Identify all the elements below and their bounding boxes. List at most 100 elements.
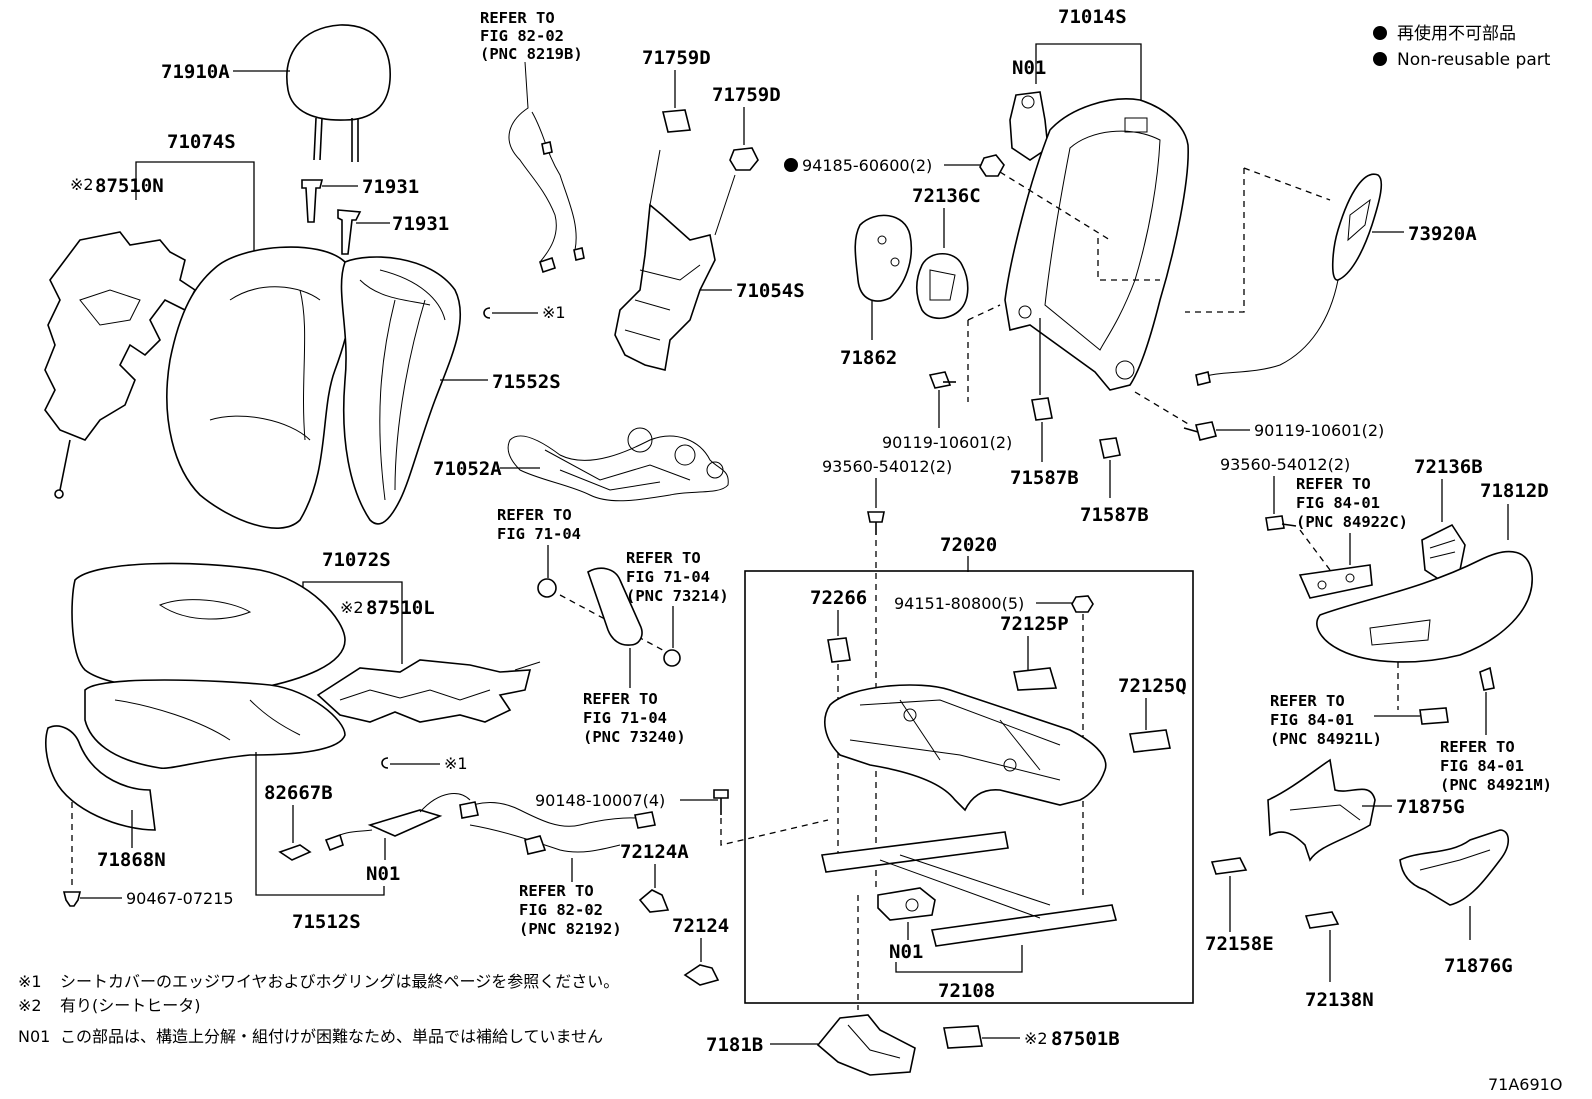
clip-71759D-a[interactable] <box>661 70 692 133</box>
svg-text:REFER TO: REFER TO <box>480 9 555 27</box>
note-3-text: この部品は、構造上分解・組付けが困難なため、単品では補給していません <box>60 1027 603 1046</box>
knob-84921M[interactable] <box>1479 666 1495 735</box>
bracket-72124[interactable] <box>683 938 720 986</box>
side-airbag-73920A[interactable] <box>1195 173 1404 386</box>
svg-text:REFER TO: REFER TO <box>519 882 594 900</box>
note-2-text: 有り(シートヒータ) <box>60 996 201 1015</box>
svg-text:(PNC 73240): (PNC 73240) <box>583 728 686 746</box>
part-label-72125P: 72125P <box>1000 613 1069 635</box>
part-label-73920A: 73920A <box>1408 223 1477 245</box>
lumbar-support-71054S[interactable] <box>614 149 736 371</box>
sensor-72266[interactable] <box>827 637 851 663</box>
clip-71587B-b[interactable] <box>1099 437 1121 498</box>
clip-71587B-a[interactable] <box>1031 397 1053 462</box>
part-label-72138N: 72138N <box>1305 989 1374 1011</box>
seatback-cover-71552S[interactable] <box>340 256 488 525</box>
part-label-71587B-b: 71587B <box>1080 504 1149 526</box>
part-label-72136B: 72136B <box>1414 456 1483 478</box>
svg-text:(PNC 73214): (PNC 73214) <box>626 587 729 605</box>
part-label-82667B: 82667B <box>264 782 333 804</box>
wire-harness-82192[interactable] <box>459 801 656 882</box>
part-label-72158E: 72158E <box>1205 933 1274 955</box>
cushion-heater-87510L[interactable] <box>316 659 541 723</box>
seatback-pad[interactable] <box>166 246 354 529</box>
module-87501B[interactable] <box>943 1025 1020 1049</box>
shield-71862[interactable] <box>854 214 913 340</box>
part-label-71759D-a: 71759D <box>642 47 711 69</box>
figure-code: 71A691O <box>1488 1075 1562 1094</box>
cover-72138N[interactable] <box>1304 911 1340 982</box>
svg-text:(PNC 84921M): (PNC 84921M) <box>1440 776 1552 794</box>
lever-73214[interactable] <box>587 567 643 646</box>
wire-harness-8219B[interactable] <box>508 61 585 274</box>
cover-71876G[interactable] <box>1399 829 1510 940</box>
mark-2-87510N: ※2 <box>70 175 94 194</box>
bracket-72125Q[interactable] <box>1129 729 1171 753</box>
nut-71759D-b[interactable] <box>729 107 759 171</box>
bolt-90148-10007[interactable] <box>713 789 729 815</box>
seatback-heater-87510N[interactable] <box>44 231 197 499</box>
recliner-cover-72136C[interactable] <box>915 252 969 320</box>
svg-text:(PNC 84922C): (PNC 84922C) <box>1296 513 1408 531</box>
bracket-72125P[interactable] <box>1013 667 1058 691</box>
knob-84921L[interactable] <box>1374 707 1449 725</box>
bracket-84922C[interactable] <box>1298 564 1373 599</box>
refer-fig-84-01-84922C: REFER TO FIG 84-01 (PNC 84922C) <box>1296 475 1408 531</box>
svg-text:REFER TO: REFER TO <box>626 549 701 567</box>
part-label-72124A: 72124A <box>620 841 689 863</box>
bolt-90119-10601-a[interactable] <box>928 371 956 428</box>
slide-motor-N01[interactable] <box>877 887 936 940</box>
recliner-motor-N01[interactable] <box>1009 91 1049 161</box>
svg-text:FIG 71-04: FIG 71-04 <box>583 709 667 727</box>
part-label-72136C: 72136C <box>912 185 981 207</box>
headrest-guide-71931-b[interactable] <box>337 209 390 255</box>
seat-adjuster-frame[interactable] <box>824 684 1107 812</box>
part-label-71074S: 71074S <box>167 131 236 153</box>
seat-switch-N01[interactable] <box>324 793 471 860</box>
footnotes: ※1 シートカバーのエッジワイヤおよびホグリングは最終ページを参照ください。 ※… <box>18 972 619 1046</box>
part-label-71072S: 71072S <box>322 549 391 571</box>
part-label-71512S: 71512S <box>292 911 361 933</box>
part-label-72266: 72266 <box>810 587 867 609</box>
clip-90467-07215[interactable] <box>62 891 122 907</box>
non-reusable-dot-icon <box>1373 52 1387 66</box>
part-label-71862: 71862 <box>840 347 897 369</box>
svg-text:REFER TO: REFER TO <box>1296 475 1371 493</box>
headrest-71910A[interactable] <box>233 24 391 162</box>
cushion-front-trim-71868N[interactable] <box>45 725 156 848</box>
headrest-guide-71931-a[interactable] <box>301 179 358 223</box>
legend: 再使用不可部品 Non-reusable part <box>1373 23 1551 70</box>
nut-94151-80800[interactable] <box>1071 595 1094 613</box>
part-label-71868N: 71868N <box>97 849 166 871</box>
cover-72158E[interactable] <box>1210 857 1248 932</box>
seat-track-rails[interactable] <box>821 831 1118 947</box>
bracket-72124A[interactable] <box>638 864 670 913</box>
seat-spring-71052A[interactable] <box>500 427 729 502</box>
part-label-N01-c: N01 <box>889 941 923 963</box>
cover-71875G[interactable] <box>1267 758 1392 862</box>
note-1-mark: ※1 <box>18 972 42 991</box>
part-label-71931-a: 71931 <box>362 176 419 198</box>
mark-2-87510L: ※2 <box>340 598 364 617</box>
connector-82667B[interactable] <box>278 805 312 861</box>
bolt-93560-54012-a[interactable] <box>867 511 885 535</box>
svg-text:FIG 71-04: FIG 71-04 <box>626 568 710 586</box>
svg-text:FIG 71-04: FIG 71-04 <box>497 525 581 543</box>
seat-cushion-cover[interactable] <box>84 679 346 770</box>
part-label-72108: 72108 <box>938 980 995 1002</box>
side-shield-71812D[interactable] <box>1316 550 1533 663</box>
seat-cushion-pad[interactable] <box>71 562 346 692</box>
bracket-7181B[interactable] <box>770 1014 916 1076</box>
note-2-mark: ※2 <box>18 996 42 1015</box>
bolt-90119-10601-b[interactable] <box>1183 421 1250 441</box>
part-label-72124: 72124 <box>672 915 729 937</box>
bolt-93560-54012-b[interactable] <box>1265 515 1297 531</box>
svg-text:FIG 84-01: FIG 84-01 <box>1440 757 1524 775</box>
refer-fig-84-01-84921M: REFER TO FIG 84-01 (PNC 84921M) <box>1440 738 1552 794</box>
svg-text:(PNC 84921L): (PNC 84921L) <box>1270 730 1382 748</box>
nut-94185-60600[interactable] <box>979 154 1005 177</box>
bushing-71-04[interactable] <box>537 578 557 598</box>
part-label-72125Q: 72125Q <box>1118 675 1187 697</box>
part-label-90467-07215: 90467-07215 <box>126 889 234 908</box>
washer-73214[interactable] <box>663 649 681 667</box>
